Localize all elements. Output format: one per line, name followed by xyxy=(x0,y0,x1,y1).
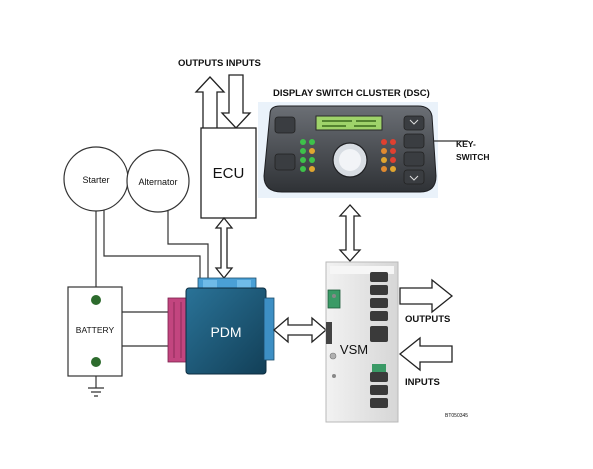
key-switch-label-line1: KEY- xyxy=(456,139,476,149)
vsm-green-connector-bottom xyxy=(372,364,386,372)
pdm-right-connector xyxy=(263,297,275,361)
dsc-left-button-bottom xyxy=(274,153,296,171)
battery-terminal-negative xyxy=(91,357,101,367)
dsc-left-indicators xyxy=(300,139,315,172)
figure-code: BT050345 xyxy=(445,413,468,419)
battery-box: BATTERY xyxy=(67,286,123,377)
starter: Starter xyxy=(63,146,129,212)
ecu-input-arrow xyxy=(220,74,252,129)
dsc-left-button-top xyxy=(274,116,296,134)
display-switch-cluster xyxy=(258,102,438,198)
dsc-right-button-2 xyxy=(403,133,425,149)
outputs-label: OUTPUTS xyxy=(405,314,450,325)
battery-terminal-positive xyxy=(91,295,101,305)
ecu-label: ECU xyxy=(213,165,245,182)
vsm-socket-column xyxy=(370,272,388,408)
vsm-side-connector xyxy=(326,322,332,344)
key-switch-label-line2: SWITCH xyxy=(456,152,490,162)
outputs-inputs-label: OUTPUTS INPUTS xyxy=(178,58,261,69)
inputs-label: INPUTS xyxy=(405,377,440,388)
ecu-box: ECU xyxy=(200,127,257,219)
dsc-right-button-1 xyxy=(403,115,425,131)
vsm-module: VSM xyxy=(325,261,399,423)
dsc-vsm-double-arrow xyxy=(338,204,362,262)
pdm-left-connector xyxy=(167,297,189,363)
dsc-right-button-3 xyxy=(403,151,425,167)
dsc-right-button-4 xyxy=(403,169,425,185)
dsc-title: DISPLAY SWITCH CLUSTER (DSC) xyxy=(273,88,430,99)
alternator-label: Alternator xyxy=(138,177,177,187)
vsm-outputs-arrow xyxy=(399,278,454,314)
pdm-label: PDM xyxy=(210,324,241,340)
alternator: Alternator xyxy=(126,149,190,213)
vsm-green-connector-top xyxy=(327,289,341,309)
vsm-inputs-arrow xyxy=(398,336,453,372)
ecu-output-arrow xyxy=(194,76,226,131)
dsc-right-indicators xyxy=(381,139,396,172)
vsm-label: VSM xyxy=(340,342,368,357)
pdm-module: PDM xyxy=(167,277,275,375)
ecu-pdm-double-arrow xyxy=(214,216,234,280)
starter-label: Starter xyxy=(82,175,109,185)
battery-label: BATTERY xyxy=(76,325,115,335)
pdm-vsm-double-arrow xyxy=(273,316,327,344)
dsc-screen xyxy=(315,115,383,131)
